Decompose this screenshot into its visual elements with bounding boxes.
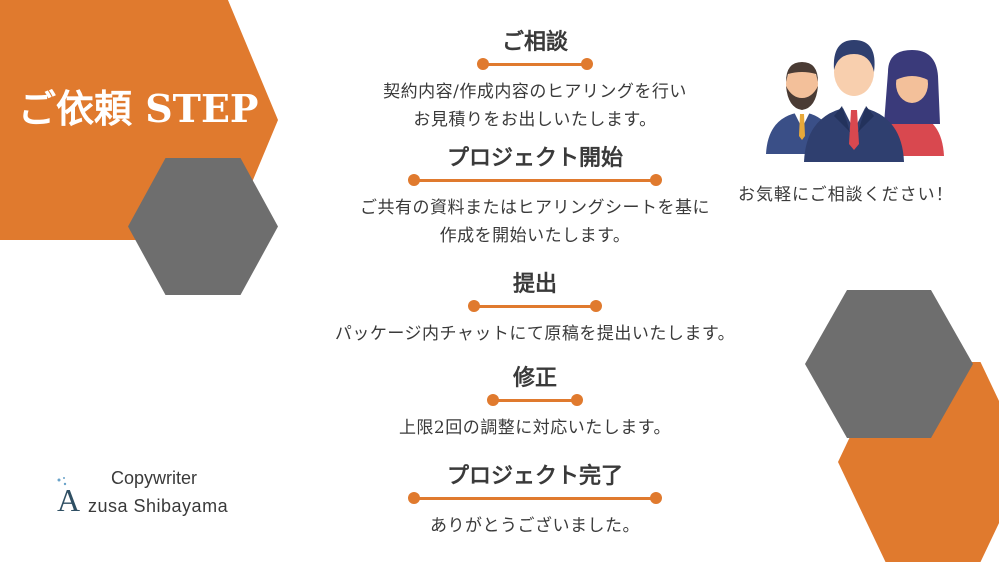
step-description: ご共有の資料またはヒアリングシートを基に 作成を開始いたします。 [360, 198, 710, 246]
logo-role: Copywriter [111, 468, 198, 488]
step-divider [408, 492, 662, 504]
step-description: ありがとうございました。 [430, 516, 640, 536]
step-consultation: ご相談 契約内容/作成内容のヒアリングを行い お見積りをお出しいたします。 [300, 28, 770, 134]
step-revision: 修正 上限2回の調整に対応いたします。 [300, 364, 770, 442]
step-title: 修正 [512, 365, 557, 391]
step-divider [487, 394, 583, 406]
step-title: プロジェクト開始 [446, 145, 623, 171]
step-divider [468, 300, 602, 312]
step-title: プロジェクト完了 [446, 463, 623, 489]
step-submission: 提出 パッケージ内チャットにて原稿を提出いたします。 [300, 270, 770, 348]
page-title: ご依頼 STEP [18, 86, 259, 131]
step-project-complete: プロジェクト完了 ありがとうございました。 [300, 462, 770, 540]
business-people-icon [766, 40, 944, 162]
step-description: パッケージ内チャットにて原稿を提出いたします。 [334, 324, 736, 344]
logo-name: zusa Shibayama [88, 496, 229, 516]
step-project-start: プロジェクト開始 ご共有の資料またはヒアリングシートを基に 作成を開始いたします… [300, 144, 770, 250]
sparkle-icon [57, 477, 67, 486]
step-title: ご相談 [501, 29, 568, 55]
step-title: 提出 [512, 271, 557, 297]
step-description: 契約内容/作成内容のヒアリングを行い お見積りをお出しいたします。 [383, 82, 687, 130]
step-divider [408, 174, 662, 186]
invite-text: お気軽にご相談ください！ [738, 185, 954, 205]
logo-initial: A [57, 482, 81, 518]
step-description: 上限2回の調整に対応いたします。 [398, 418, 672, 438]
step-divider [477, 58, 593, 70]
